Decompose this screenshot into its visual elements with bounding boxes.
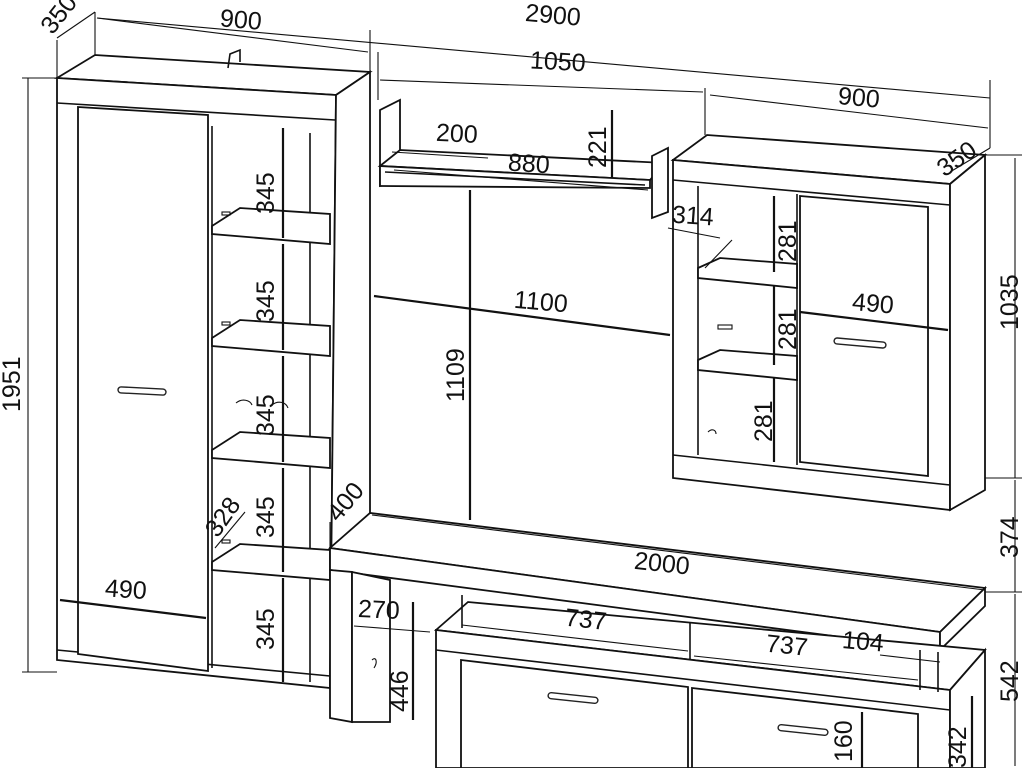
dim-left-shelf-2: 345 xyxy=(252,280,280,322)
dimension-lines xyxy=(22,11,1022,768)
dim-tv-open-height: 446 xyxy=(386,670,414,712)
dim-left-shelf-3: 345 xyxy=(252,394,280,436)
dim-right-shelf-depth: 314 xyxy=(671,201,715,232)
dim-left-width: 900 xyxy=(219,4,263,36)
dim-right-height: 1035 xyxy=(996,274,1024,330)
dim-shelf-plank-depth: 200 xyxy=(435,119,478,149)
dim-gap-width: 1100 xyxy=(513,286,569,319)
dim-tv-height: 542 xyxy=(996,660,1024,702)
dim-shelf-height: 221 xyxy=(584,126,612,168)
wall-shelf xyxy=(377,98,669,220)
dim-left-shelf-4: 345 xyxy=(252,496,280,538)
dim-left-door-width: 490 xyxy=(104,574,148,605)
dim-tv-drawer-1: 737 xyxy=(564,604,608,636)
dim-total-height: 1951 xyxy=(0,356,26,412)
left-tall-cabinet xyxy=(54,48,373,690)
dim-tv-drawer-2: 737 xyxy=(765,630,809,662)
dim-right-width: 900 xyxy=(837,82,881,114)
dim-shelf-width: 1050 xyxy=(529,46,586,77)
dim-gap-height: 1109 xyxy=(442,348,470,402)
tv-stand xyxy=(327,512,987,768)
dim-tv-width: 2000 xyxy=(633,547,691,581)
dim-left-shelf-5: 345 xyxy=(252,608,280,650)
dim-right-door-width: 490 xyxy=(851,288,895,320)
dim-right-wall-gap: 374 xyxy=(996,516,1024,558)
right-hanging-cabinet xyxy=(670,134,988,512)
dim-tv-drawer-height: 160 xyxy=(830,720,858,762)
dim-right-shelf-2: 281 xyxy=(774,308,802,350)
dim-total-width: 2900 xyxy=(524,0,582,32)
dim-right-shelf-1: 281 xyxy=(774,220,802,262)
dim-shelf-plank-length: 880 xyxy=(507,148,551,179)
dim-left-depth: 350 xyxy=(35,0,83,39)
dim-tv-open-width: 270 xyxy=(357,595,400,625)
dim-right-shelf-3: 281 xyxy=(750,400,778,442)
dim-tv-step: 104 xyxy=(841,626,885,658)
dim-left-shelf-1: 345 xyxy=(252,172,280,214)
dim-tv-box-height: 342 xyxy=(944,726,972,768)
